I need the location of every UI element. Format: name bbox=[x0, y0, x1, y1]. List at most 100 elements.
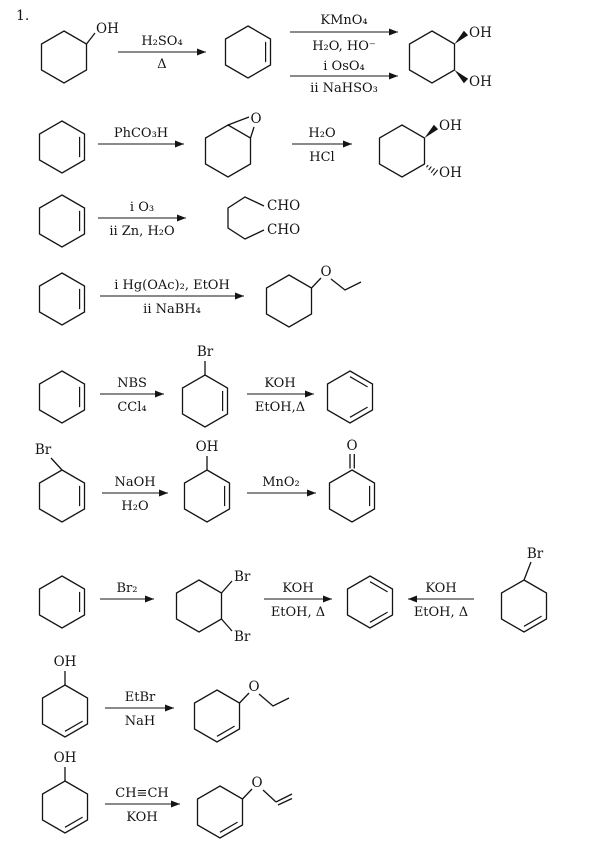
reagent-above: KMnO₄ bbox=[320, 13, 367, 28]
ethoxycyclohexane-structure: O bbox=[265, 264, 362, 328]
cyclohexene-structure bbox=[224, 25, 272, 79]
wedge-bond-bottom bbox=[454, 70, 469, 84]
oxygen-label: O bbox=[320, 264, 331, 280]
trans-diol-structure: OH OH bbox=[378, 118, 462, 181]
bromocyclohexene-structure: Br bbox=[181, 344, 229, 428]
cyclohexane-ring bbox=[204, 124, 252, 178]
bromocyclohexene-structure: Br bbox=[35, 442, 86, 523]
reagent-below: ii NaHSO₃ bbox=[310, 81, 378, 96]
c-o-bond bbox=[239, 692, 250, 704]
cyclohexanol-structure: OH bbox=[40, 21, 119, 84]
c-br-bond bbox=[50, 457, 63, 471]
step2-arrow: KOH EtOH,Δ bbox=[247, 376, 314, 415]
cho-label-top: CHO bbox=[267, 198, 300, 214]
cyclohexane-ring bbox=[378, 124, 426, 178]
reagent-above: NaOH bbox=[114, 475, 155, 490]
oh-label: OH bbox=[469, 25, 492, 41]
oh-label: OH bbox=[54, 654, 77, 670]
reaction-row-5: NBS CCl₄ Br KOH EtOH,Δ bbox=[38, 344, 374, 428]
item-number: 1. bbox=[16, 8, 29, 24]
reagent-above: CH≡CH bbox=[115, 786, 168, 801]
br-label: Br bbox=[527, 546, 544, 562]
cyclohexenol-structure: OH bbox=[41, 654, 89, 738]
oxygen-label: O bbox=[248, 679, 259, 695]
reagent-below: KOH bbox=[126, 810, 157, 825]
cyclohexene-ring bbox=[183, 469, 231, 523]
oxygen-label: O bbox=[250, 111, 261, 127]
c-br-bond-bottom bbox=[221, 618, 233, 632]
reagent-below: Δ bbox=[157, 57, 166, 72]
step2-arrow: H₂O HCl bbox=[292, 126, 352, 165]
reaction-row-6: Br NaOH H₂O OH MnO₂ O bbox=[35, 438, 376, 523]
step1-arrow: NaOH H₂O bbox=[102, 475, 168, 514]
c-o-bond bbox=[242, 788, 253, 800]
c-br-bond bbox=[523, 561, 532, 581]
cyclohexenone-structure: O bbox=[328, 438, 376, 523]
dibromocyclohexane-structure: Br Br bbox=[175, 569, 251, 645]
reagent-above: NBS bbox=[117, 376, 147, 391]
reagent-above: i OsO₄ bbox=[323, 59, 365, 74]
step1-arrow: i Hg(OAc)₂, EtOH ii NaBH₄ bbox=[100, 278, 244, 317]
carbon-chain bbox=[227, 196, 265, 240]
step2-arrow: MnO₂ bbox=[247, 475, 316, 497]
step1-arrow: NBS CCl₄ bbox=[100, 376, 164, 415]
vinyl-double-bond bbox=[275, 793, 293, 803]
reagent-above: H₂O bbox=[308, 126, 335, 141]
reagent-above: KOH bbox=[282, 581, 313, 596]
reagent-below: ii Zn, H₂O bbox=[109, 224, 174, 239]
cyclohexenol-structure: OH bbox=[183, 439, 231, 523]
cyclohexene-ring bbox=[38, 370, 86, 424]
reagent-above: EtBr bbox=[125, 690, 156, 705]
reagent-above: PhCO₃H bbox=[114, 126, 168, 141]
cyclohexene-ring bbox=[196, 785, 244, 839]
step1-arrow: Br₂ bbox=[100, 581, 154, 603]
br-label: Br bbox=[234, 569, 251, 585]
wedge-bond-top bbox=[454, 30, 469, 44]
cis-diol-structure: OH OH bbox=[408, 25, 492, 90]
reagent-above: H₂SO₄ bbox=[141, 34, 182, 49]
step1-arrow: PhCO₃H bbox=[98, 126, 184, 148]
epoxide-bond-2 bbox=[249, 126, 255, 139]
cyclohexene-ring bbox=[181, 374, 229, 428]
step1-arrow: EtBr NaH bbox=[105, 690, 174, 729]
reagent-above: KOH bbox=[264, 376, 295, 391]
cyclohexene-ring bbox=[38, 194, 86, 248]
epoxide-bond-1 bbox=[227, 116, 250, 126]
cyclohexadiene-ring bbox=[346, 575, 394, 629]
br-label: Br bbox=[35, 442, 52, 458]
c-oh-bond bbox=[85, 32, 96, 45]
reagent-below: CCl₄ bbox=[117, 400, 146, 415]
oh-label: OH bbox=[469, 74, 492, 90]
step2a-arrow: KMnO₄ H₂O, HO⁻ bbox=[290, 13, 398, 54]
cyclohexene-ring bbox=[38, 575, 86, 629]
reaction-row-4: i Hg(OAc)₂, EtOH ii NaBH₄ O bbox=[38, 264, 362, 328]
cyclohexane-ring bbox=[40, 30, 88, 84]
reagent-below: EtOH,Δ bbox=[255, 400, 305, 415]
vinyl-ether-structure: O bbox=[196, 775, 293, 839]
step1-arrow: CH≡CH KOH bbox=[105, 786, 180, 825]
reaction-row-1: OH H₂SO₄ Δ KMnO₄ H₂O, HO⁻ i OsO₄ ii NaHS… bbox=[40, 13, 492, 96]
hash-bond-bottom bbox=[425, 164, 439, 176]
step2b-arrow: i OsO₄ ii NaHSO₃ bbox=[290, 59, 398, 96]
oh-label: OH bbox=[439, 165, 462, 181]
cyclohexane-ring bbox=[175, 579, 223, 633]
cyclohexene-ring bbox=[41, 780, 89, 834]
c-o-bond bbox=[311, 277, 322, 289]
step3-arrow-leftward: KOH EtOH, Δ bbox=[408, 581, 474, 620]
cyclohexene-ring bbox=[193, 689, 241, 743]
cyclohexene-ring bbox=[500, 579, 548, 633]
reagent-above: i O₃ bbox=[130, 200, 154, 215]
ethyl-chain bbox=[330, 278, 362, 291]
cho-label-bottom: CHO bbox=[267, 222, 300, 238]
reagent-above: MnO₂ bbox=[262, 475, 300, 490]
oxygen-label: O bbox=[346, 438, 357, 454]
oxygen-label: O bbox=[251, 775, 262, 791]
cyclohexene-ring bbox=[38, 469, 86, 523]
reaction-row-8: OH EtBr NaH O bbox=[41, 654, 290, 743]
c-br-bond-top bbox=[221, 580, 233, 594]
reagent-below: ii NaBH₄ bbox=[143, 302, 201, 317]
cyclohexane-ring bbox=[265, 274, 313, 328]
reaction-row-3: i O₃ ii Zn, H₂O CHO CHO bbox=[38, 194, 300, 248]
br-label: Br bbox=[197, 344, 214, 360]
